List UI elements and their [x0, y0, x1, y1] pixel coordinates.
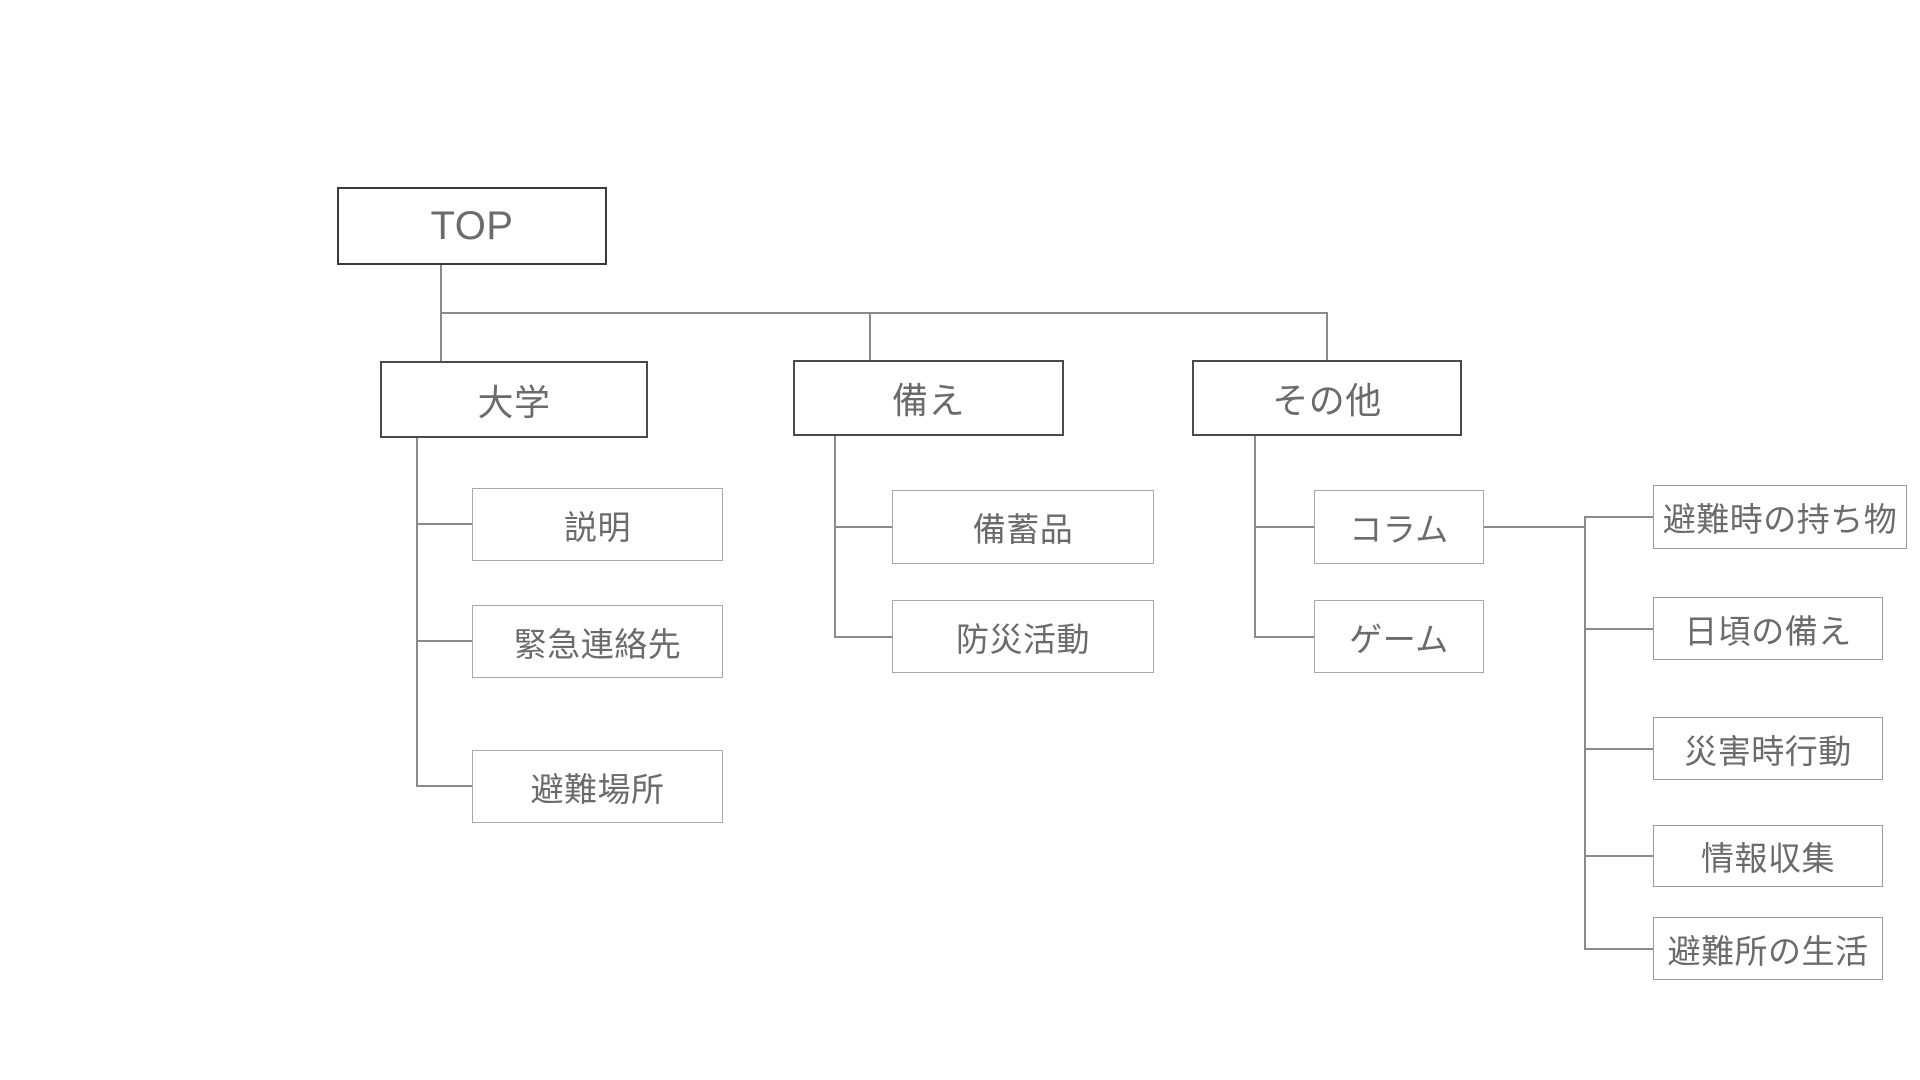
node-other[interactable]: その他	[1192, 360, 1462, 436]
node-preparedness[interactable]: 備え	[793, 360, 1064, 436]
node-top[interactable]: TOP	[337, 187, 607, 265]
node-shelter-life[interactable]: 避難所の生活	[1653, 917, 1883, 980]
node-belongings[interactable]: 避難時の持ち物	[1653, 485, 1907, 549]
node-disaster-action[interactable]: 災害時行動	[1653, 717, 1883, 780]
node-daily-prep[interactable]: 日頃の備え	[1653, 597, 1883, 660]
node-evacuation-site[interactable]: 避難場所	[472, 750, 723, 823]
node-emergency-contact[interactable]: 緊急連絡先	[472, 605, 723, 678]
node-disaster-activity[interactable]: 防災活動	[892, 600, 1154, 673]
node-university[interactable]: 大学	[380, 361, 648, 438]
node-stockpile[interactable]: 備蓄品	[892, 490, 1154, 564]
node-column[interactable]: コラム	[1314, 490, 1484, 564]
node-explanation[interactable]: 説明	[472, 488, 723, 561]
node-game[interactable]: ゲーム	[1314, 600, 1484, 673]
node-info-gathering[interactable]: 情報収集	[1653, 825, 1883, 887]
